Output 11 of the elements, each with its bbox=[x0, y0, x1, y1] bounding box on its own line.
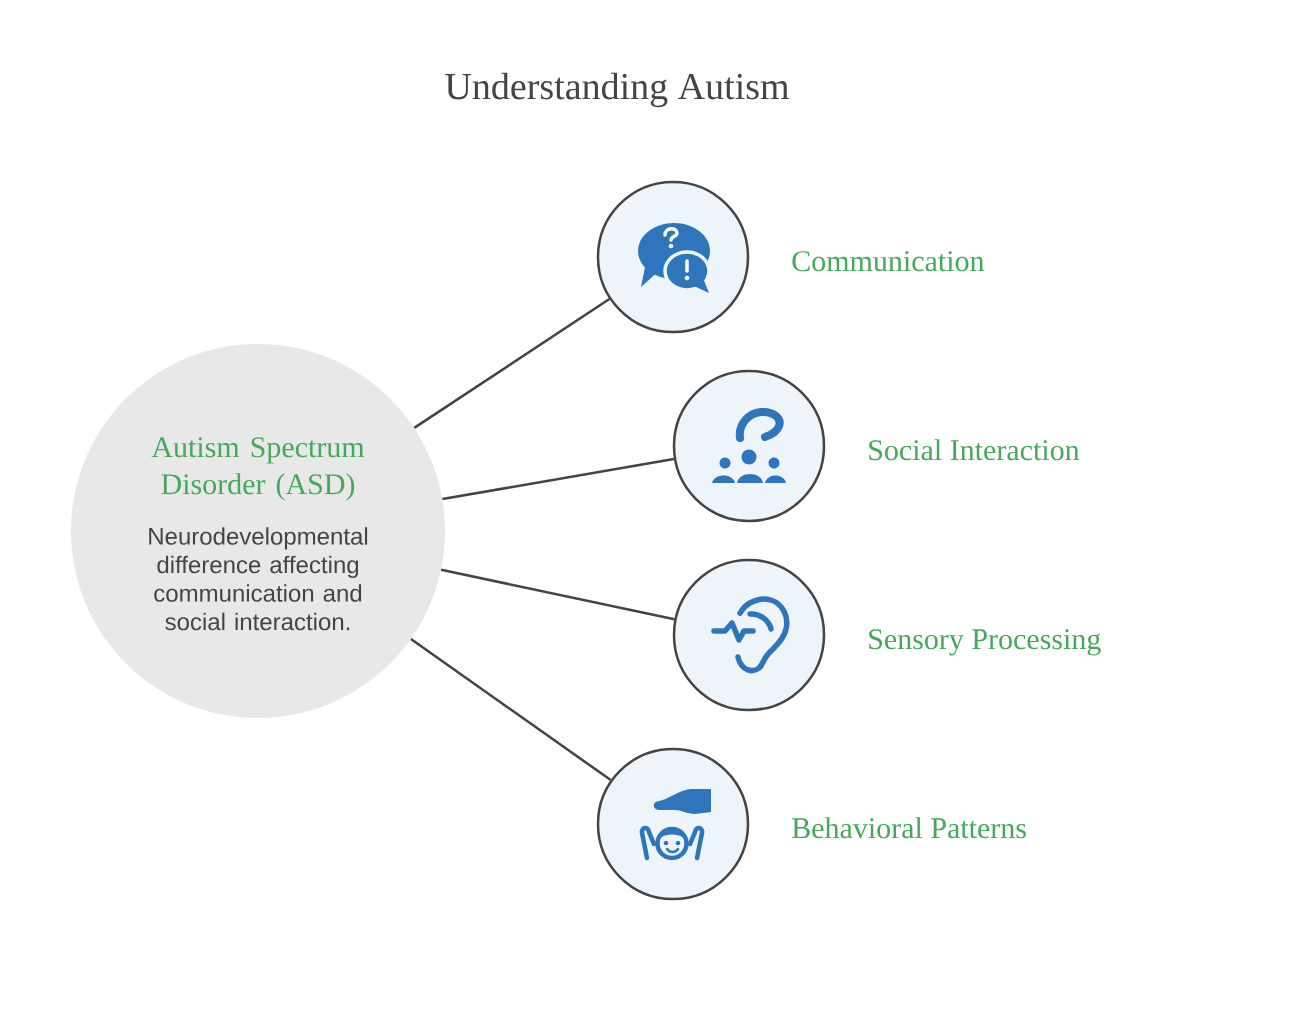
category-label: Sensory Processing bbox=[869, 629, 1101, 656]
category-label: Social Interaction bbox=[869, 439, 1080, 461]
diagram-title: Understanding Autism bbox=[445, 72, 789, 108]
category-label: Communication bbox=[792, 251, 985, 272]
topic-description: Neurodevelopmental difference affecting communication and social interaction. bbox=[149, 527, 368, 631]
category-label: Behavioral Patterns bbox=[792, 817, 1026, 839]
connector-line bbox=[440, 568, 675, 621]
connector-line bbox=[442, 457, 675, 501]
topic-heading: Autism Spectrum Disorder (ASD) bbox=[151, 437, 365, 501]
connector-line bbox=[413, 297, 611, 429]
connector-line bbox=[410, 637, 612, 782]
